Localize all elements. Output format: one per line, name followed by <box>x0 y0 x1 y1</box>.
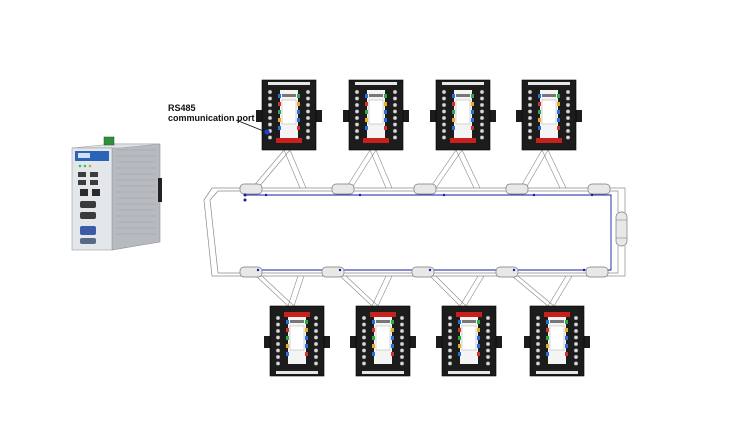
rs485-pointer <box>235 119 270 135</box>
rs485-io-module-icon <box>264 305 330 377</box>
bus-tap-dots <box>243 193 594 272</box>
callout-line-1: RS485 <box>168 103 196 113</box>
rs485-io-module-icon <box>516 79 582 151</box>
bottom-module-drops <box>255 275 573 307</box>
callout-line-2: communication port <box>168 113 255 123</box>
rs485-io-module-icon <box>524 305 590 377</box>
rs485-io-module-icon <box>430 79 496 151</box>
rs485-io-module-icon <box>343 79 409 151</box>
rs485-io-module-icon <box>256 79 322 151</box>
top-bus-connectors <box>239 183 611 195</box>
industrial-pc-icon <box>71 136 162 251</box>
rs485-io-module-icon <box>436 305 502 377</box>
rs485-io-module-icon <box>350 305 416 377</box>
top-module-drops <box>251 149 567 189</box>
io-modules <box>256 79 590 377</box>
rs485-port-marker <box>264 129 270 135</box>
inline-cable-connector-icon <box>615 211 628 247</box>
rs485-callout: RS485 communication port <box>168 103 255 123</box>
bottom-bus-connectors <box>239 266 609 278</box>
rs485-bus-loop <box>245 194 612 271</box>
cable-loop <box>203 187 626 277</box>
